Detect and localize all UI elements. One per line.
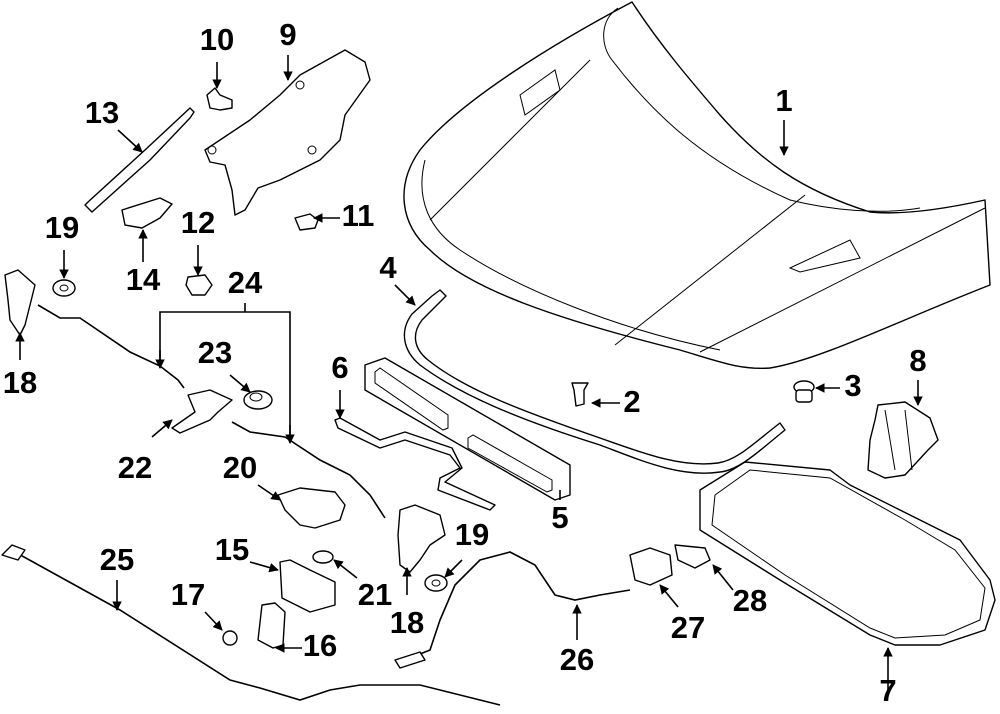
leader-lines — [15, 55, 923, 695]
callout-1[interactable]: 1 — [775, 83, 792, 118]
insulator-part[interactable] — [699, 461, 996, 646]
callout-15[interactable]: 15 — [215, 532, 249, 567]
hinge-part[interactable] — [204, 49, 371, 216]
bracket-part[interactable] — [277, 487, 346, 529]
bracket-part[interactable] — [397, 504, 446, 573]
callout-19b[interactable]: 19 — [455, 517, 489, 552]
callout-19a[interactable]: 19 — [45, 210, 79, 245]
callout-28[interactable]: 28 — [733, 583, 767, 618]
hood-part[interactable] — [403, 1, 991, 370]
bumper-part[interactable] — [793, 380, 815, 403]
callout-6[interactable]: 6 — [331, 350, 348, 385]
callout-18b[interactable]: 18 — [390, 605, 424, 640]
bracket-part[interactable] — [257, 602, 286, 649]
release-cable-part[interactable] — [1, 544, 501, 706]
handle-part[interactable] — [674, 544, 711, 569]
seal-strip-part[interactable] — [364, 357, 571, 501]
callout-18a[interactable]: 18 — [3, 365, 37, 400]
nut-part[interactable] — [185, 274, 213, 296]
hinge-part[interactable] — [171, 389, 233, 434]
bracket-part[interactable] — [121, 197, 173, 229]
bolt-part[interactable] — [206, 87, 233, 111]
grommet-part[interactable] — [312, 550, 334, 564]
callout-16[interactable]: 16 — [303, 628, 337, 663]
callout-4[interactable]: 4 — [379, 250, 397, 285]
callout-7[interactable]: 7 — [879, 673, 896, 708]
callout-8[interactable]: 8 — [909, 343, 926, 378]
clip-part[interactable] — [571, 382, 589, 407]
actuator-part[interactable] — [279, 559, 336, 613]
weatherstrip-part[interactable] — [403, 289, 786, 474]
latch-part[interactable] — [629, 547, 673, 586]
callout-9[interactable]: 9 — [279, 17, 296, 52]
callout-11[interactable]: 11 — [342, 198, 375, 233]
release-cable-part[interactable] — [394, 551, 631, 669]
bolt-part[interactable] — [222, 630, 238, 646]
callout-2[interactable]: 2 — [623, 384, 640, 419]
latch-part[interactable] — [867, 401, 939, 479]
seal-part[interactable] — [334, 417, 496, 511]
callout-26[interactable]: 26 — [560, 642, 594, 677]
callout-12[interactable]: 12 — [181, 205, 215, 240]
callout-labels: 1 2 3 4 5 6 7 8 9 10 11 12 13 14 15 16 1… — [3, 17, 927, 708]
cable-part[interactable] — [37, 304, 386, 519]
support-strut-part[interactable] — [84, 107, 195, 213]
nut-part[interactable] — [294, 213, 319, 231]
callout-3[interactable]: 3 — [844, 368, 861, 403]
bushing-part[interactable] — [243, 390, 273, 410]
washer-part[interactable] — [52, 279, 76, 297]
callout-22[interactable]: 22 — [118, 450, 152, 485]
callout-10[interactable]: 10 — [200, 22, 234, 57]
callout-13[interactable]: 13 — [85, 95, 119, 130]
callout-23[interactable]: 23 — [198, 335, 232, 370]
callout-21[interactable]: 21 — [358, 577, 392, 612]
callout-25[interactable]: 25 — [100, 542, 134, 577]
callout-17[interactable]: 17 — [171, 577, 205, 612]
callout-5[interactable]: 5 — [551, 500, 568, 535]
callout-14[interactable]: 14 — [126, 262, 161, 297]
bracket-part[interactable] — [4, 269, 36, 336]
washer-part[interactable] — [424, 574, 448, 592]
callout-24[interactable]: 24 — [228, 265, 263, 300]
callout-27[interactable]: 27 — [671, 610, 705, 645]
callout-20[interactable]: 20 — [223, 450, 257, 485]
